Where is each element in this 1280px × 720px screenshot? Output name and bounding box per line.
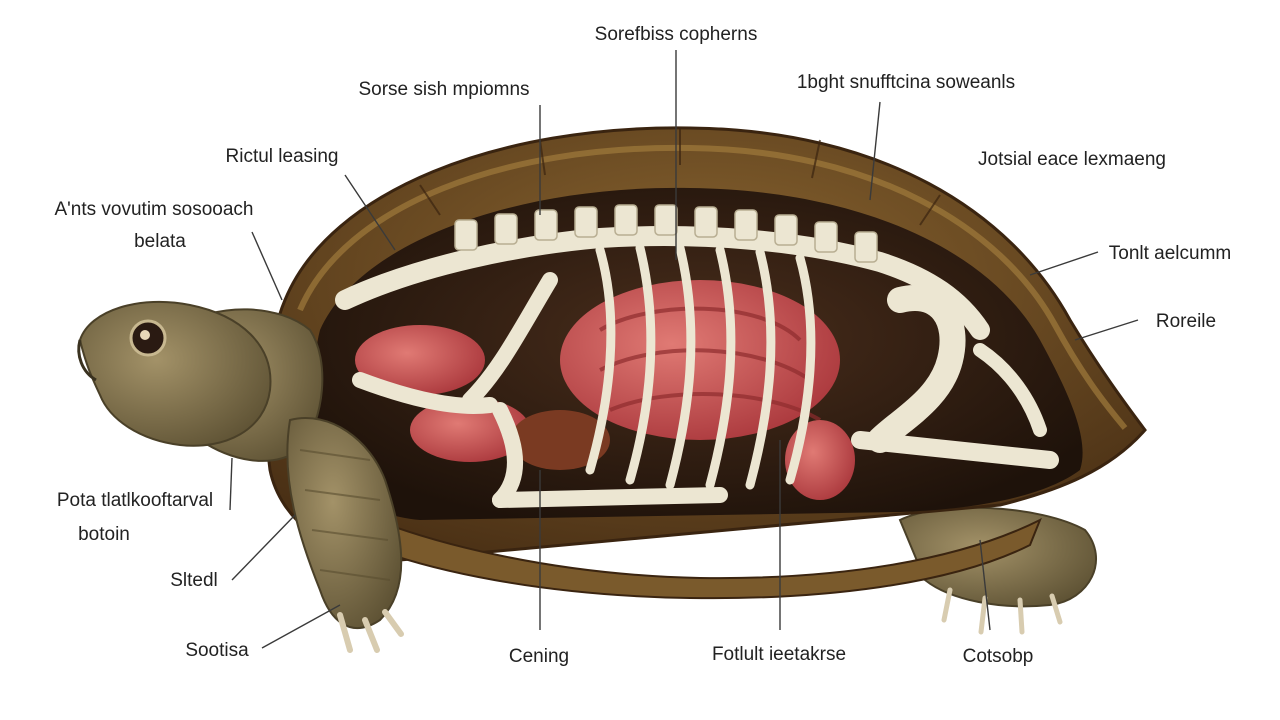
label-right-b: Roreile [1156, 311, 1216, 332]
label-left-c: Sltedl [170, 570, 218, 591]
label-top-center: Sorefbiss copherns [595, 24, 758, 45]
pectoral-girdle [352, 272, 728, 508]
label-bottom-left: Sootisa [185, 640, 249, 661]
leader-lines [229, 50, 1139, 649]
label-right-a: Tonlt aelcumm [1109, 243, 1232, 264]
label-upper-left: Rictul leasing [226, 146, 339, 167]
turtle-head [78, 301, 272, 447]
front-leg [286, 417, 404, 653]
label-left-b: Pota tlatlkooftarval [57, 490, 213, 511]
turtle-illustration [77, 126, 1147, 653]
shell-rim [297, 144, 1128, 430]
plastron [329, 498, 1042, 600]
spine [335, 204, 990, 340]
label-bottom-center: Cening [509, 646, 569, 667]
label-bottom-mid: Fotlult ieetakrse [712, 644, 846, 665]
scute-lines [419, 128, 941, 226]
head-and-neck [77, 301, 324, 462]
label-bottom-right: Cotsobp [963, 646, 1034, 667]
labels: Sorefbiss copherns Sorse sish mpiomns 1b… [55, 24, 1232, 667]
ribs [585, 243, 816, 490]
label-left-b-line2: botoin [78, 524, 130, 545]
pelvic-girdle [851, 285, 1059, 469]
label-left-a: A'nts vovutim sosooach [55, 199, 254, 220]
label-left-a-line2: belata [134, 231, 186, 252]
label-top-left: Sorse sish mpiomns [358, 79, 529, 100]
label-upper-right: Jotsial eace lexmaeng [978, 149, 1166, 170]
label-top-right: 1bght snufftcina soweanls [797, 72, 1015, 93]
